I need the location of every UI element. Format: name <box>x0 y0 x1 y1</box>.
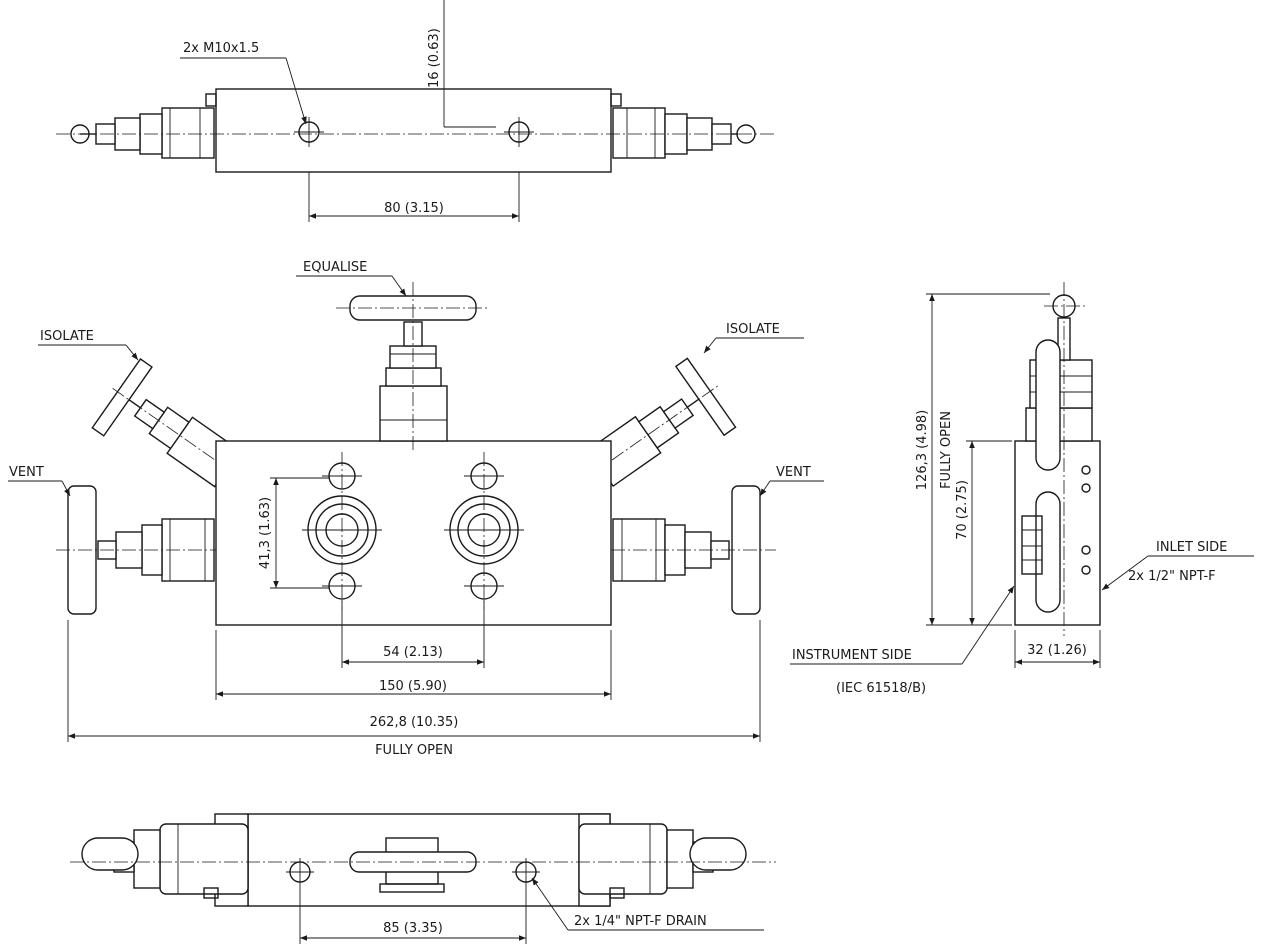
port-left <box>302 452 382 610</box>
vent-left-label: VENT <box>9 465 44 480</box>
body-height-dimension-label: 70 (2.75) <box>955 480 970 540</box>
hole-spacing-dimension-label: 80 (3.15) <box>384 201 444 216</box>
inlet-side-label: INLET SIDE <box>1156 540 1227 555</box>
port-height-dimension-label: 41,3 (1.63) <box>258 497 273 569</box>
vent-valve-left <box>56 485 216 615</box>
depth-dimension-label: 32 (1.26) <box>1027 643 1087 658</box>
top-view: 2x M10x1.5 16 (0.63) 80 (3.15) <box>56 0 776 222</box>
inlet-thread-label: 2x 1/2" NPT-F <box>1128 569 1216 584</box>
drain-callout-label: 2x 1/4" NPT-F DRAIN <box>574 914 707 929</box>
drain-spacing-dimension-label: 85 (3.35) <box>383 921 443 936</box>
vent-right-label: VENT <box>776 465 811 480</box>
equalise-valve <box>336 282 490 450</box>
offset-dimension-label: 16 (0.63) <box>427 28 442 88</box>
isolate-left-label: ISOLATE <box>40 329 94 344</box>
port-spacing-dimension-label: 54 (2.13) <box>383 645 443 660</box>
side-view: 126,3 (4.98) FULLY OPEN 70 (2.75) 32 (1.… <box>790 282 1254 696</box>
top-view-body <box>215 88 612 173</box>
thread-callout-label: 2x M10x1.5 <box>183 41 259 56</box>
overall-height-note: FULLY OPEN <box>939 411 954 489</box>
equalise-label: EQUALISE <box>303 260 367 275</box>
front-view-body <box>215 440 612 626</box>
vent-valve-right <box>611 485 776 615</box>
bottom-view: 85 (3.35) 2x 1/4" NPT-F DRAIN <box>70 813 776 944</box>
instrument-standard-label: (IEC 61518/B) <box>836 681 926 696</box>
overall-height-dimension-label: 126,3 (4.98) <box>915 410 930 490</box>
body-width-dimension-label: 150 (5.90) <box>379 679 447 694</box>
overall-width-dimension-label: 262,8 (10.35) <box>370 715 459 730</box>
front-view: EQUALISE ISOLATE ISOLATE VENT VENT 41,3 … <box>8 260 824 758</box>
port-right <box>444 452 524 610</box>
isolate-right-label: ISOLATE <box>726 322 780 337</box>
overall-width-note: FULLY OPEN <box>375 743 453 758</box>
instrument-side-label: INSTRUMENT SIDE <box>792 648 912 663</box>
